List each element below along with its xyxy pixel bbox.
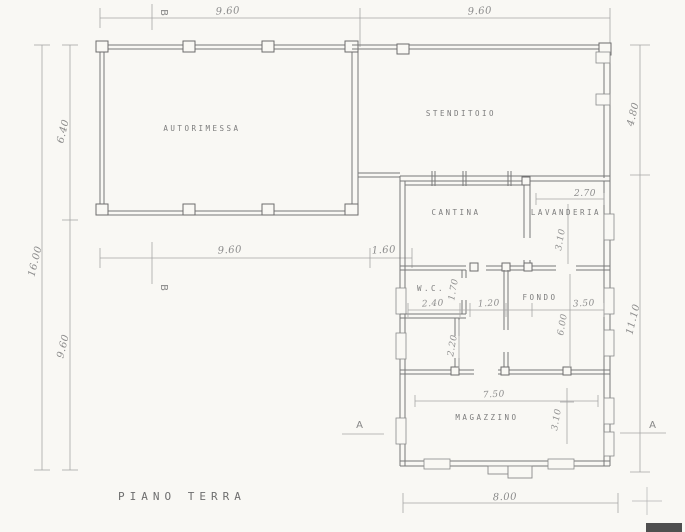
section-label-b-top: B	[158, 9, 169, 17]
dim-wc-depth: 1.70	[447, 278, 461, 301]
dimension-bottom: 8.00	[402, 492, 619, 513]
room-label-autorimessa: AUTORIMESSA	[163, 124, 240, 133]
dim-mid-width: 9.60	[217, 244, 242, 256]
interior-walls	[400, 176, 610, 376]
section-label-a-left: A	[356, 420, 364, 431]
dim-garage-depth: 6.40	[55, 118, 72, 144]
dim-lavanderia-width: 2.70	[573, 189, 596, 199]
room-labels: AUTORIMESSA STENDITOIO CANTINA LAVANDERI…	[163, 109, 601, 422]
dim-stenditoio-width: 9.60	[467, 5, 492, 17]
dim-lavanderia-depth: 3.10	[554, 228, 568, 251]
section-label-b-mid: B	[158, 284, 169, 292]
interior-dimensions: 2.70 3.10 2.40 1.20 3.50 1.70 2.20 6.00 …	[407, 189, 605, 444]
dimension-right: 4.80 11.10 A	[620, 44, 666, 515]
dimension-middle: 9.60 1.60 B	[99, 242, 413, 292]
section-a-left: A	[342, 420, 384, 435]
dim-mid-offset: 1.60	[371, 244, 396, 256]
scan-artifact	[646, 523, 682, 532]
dim-magazzino-width: 7.50	[483, 389, 506, 400]
dim-wc-width: 2.40	[421, 298, 445, 309]
dim-hall-width: 1.20	[478, 298, 501, 309]
section-label-a-right: A	[649, 420, 657, 431]
house-outline	[395, 171, 615, 479]
plan-title: PIANO TERRA	[118, 490, 246, 503]
stenditoio-outline	[352, 42, 612, 178]
dimension-left: 16.00 6.40 9.60	[26, 44, 78, 471]
dim-fondo-depth: 6.00	[556, 313, 570, 336]
dim-house-width: 8.00	[493, 492, 518, 504]
dim-magazzino-depth: 3.10	[550, 408, 564, 431]
dimension-top: 9.60 9.60 B	[99, 4, 611, 50]
dim-right-upper: 4.80	[625, 101, 642, 128]
dim-garage-width: 9.60	[215, 5, 240, 17]
room-label-lavanderia: LAVANDERIA	[531, 208, 601, 217]
room-label-cantina: CANTINA	[431, 208, 480, 217]
dim-fondo-width: 3.50	[573, 298, 596, 309]
room-label-stenditoio: STENDITOIO	[426, 109, 496, 118]
room-label-wc: W.C.	[417, 284, 445, 293]
room-label-magazzino: MAGAZZINO	[455, 413, 518, 422]
dim-left-lower: 9.60	[55, 333, 72, 359]
garage-outline	[95, 40, 359, 216]
dim-hall-depth: 2.20	[446, 334, 460, 358]
room-label-fondo: FONDO	[522, 293, 557, 302]
